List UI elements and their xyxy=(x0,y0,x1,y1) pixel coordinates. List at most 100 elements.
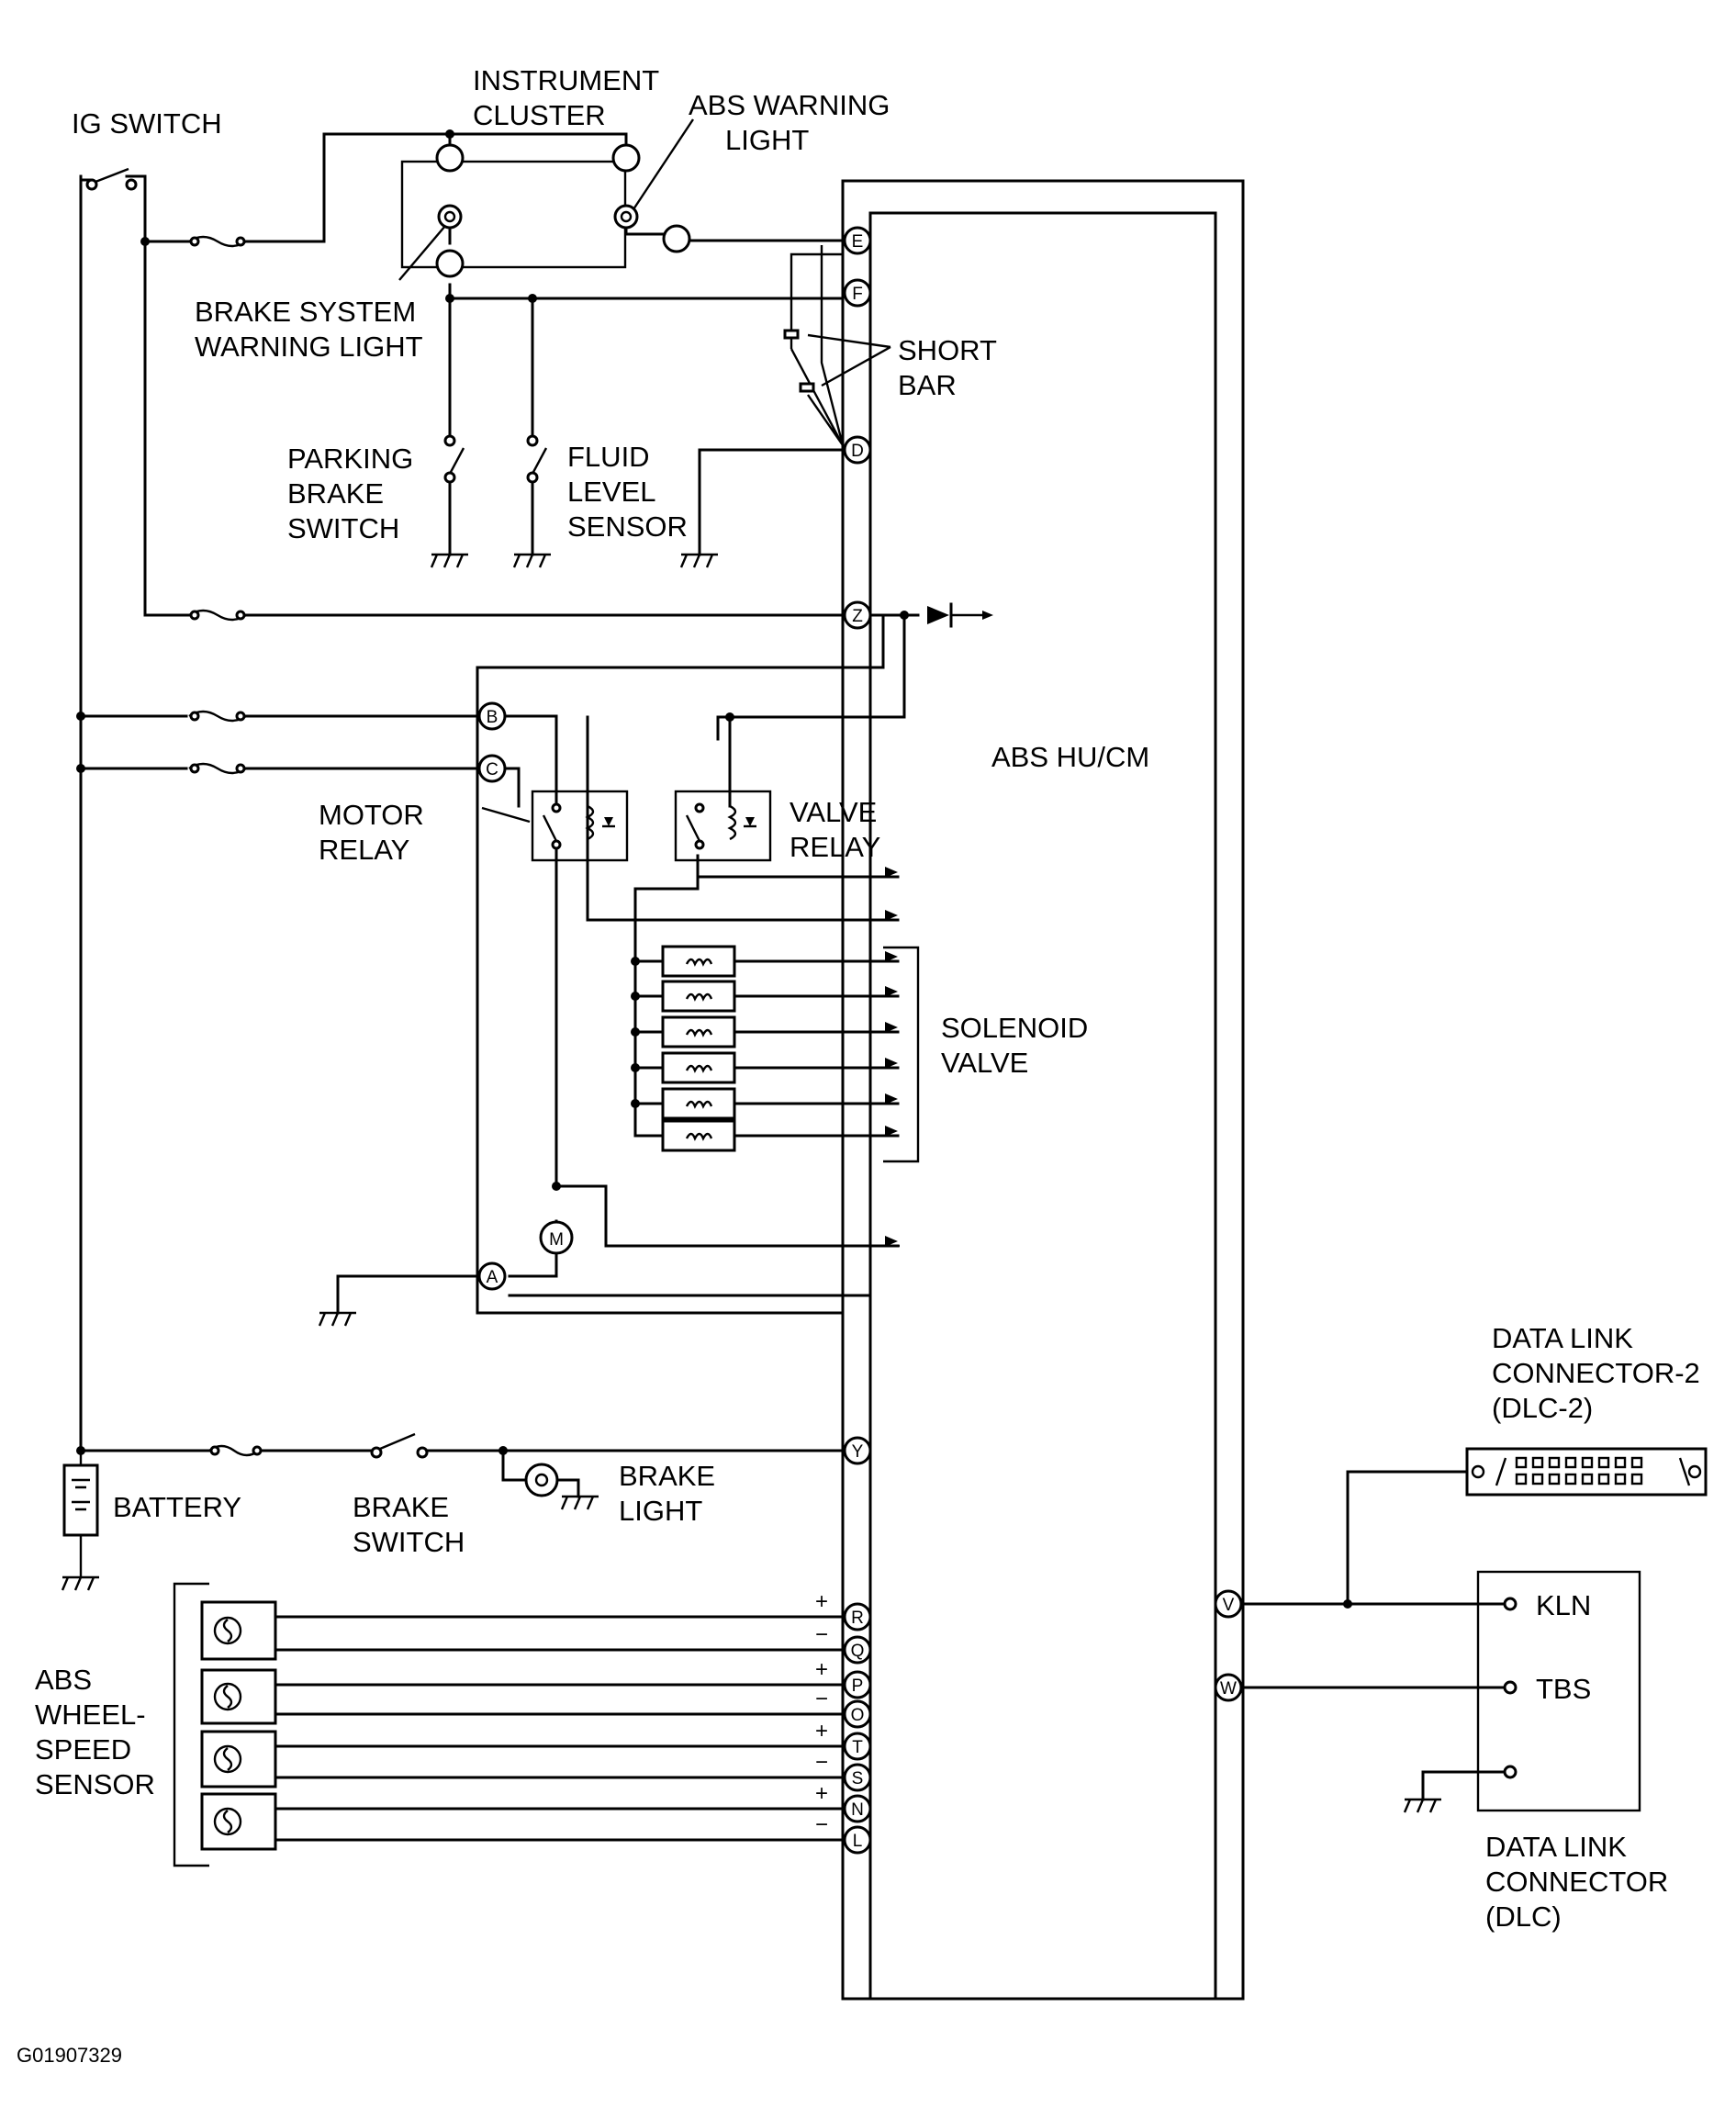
svg-text:Y: Y xyxy=(852,1442,864,1462)
polarity-minus: − xyxy=(815,1812,828,1837)
pin-r: R xyxy=(843,1602,872,1631)
abs-hucm-module xyxy=(841,179,1245,2001)
pins: E F D Z B C A Y R Q P O T S N L V W xyxy=(477,226,1243,1855)
motor-relay-label-2: RELAY xyxy=(319,834,409,866)
dlc2-connector-symbol xyxy=(1465,1447,1708,1497)
pin-d: D xyxy=(843,435,872,465)
svg-text:A: A xyxy=(487,1268,498,1287)
polarity-plus: + xyxy=(815,1781,828,1806)
pin-y: Y xyxy=(843,1436,872,1465)
motor-relay-label-1: MOTOR xyxy=(319,799,424,831)
pin-f: F xyxy=(843,278,872,308)
pin-z: Z xyxy=(843,600,872,630)
figure-code: G01907329 xyxy=(17,2044,122,2067)
svg-text:Z: Z xyxy=(852,607,863,626)
fuse-icons xyxy=(188,235,263,1457)
svg-text:F: F xyxy=(852,285,863,304)
dlc-label-3: (DLC) xyxy=(1485,1900,1562,1933)
brake-light-icon xyxy=(524,1463,559,1497)
abs-warning-light-label-2: LIGHT xyxy=(725,124,809,156)
solenoid-valve-label-1: SOLENOID xyxy=(941,1012,1088,1044)
svg-text:V: V xyxy=(1223,1596,1235,1615)
fluid-level-sensor-label-2: LEVEL xyxy=(567,476,656,508)
ig-switch-label: IG SWITCH xyxy=(72,107,222,140)
valve-relay-symbol xyxy=(674,790,772,862)
pin-e: E xyxy=(843,226,872,255)
dlc-connector-symbol xyxy=(1476,1570,1641,1812)
brake-light-label-2: LIGHT xyxy=(619,1495,702,1527)
polarity-minus: − xyxy=(815,1622,828,1647)
short-bar-label-1: SHORT xyxy=(898,334,997,366)
svg-text:T: T xyxy=(852,1738,863,1757)
dlc2-label-3: (DLC-2) xyxy=(1492,1392,1593,1424)
fluid-level-sensor-label-3: SENSOR xyxy=(567,510,688,543)
instrument-cluster-label-1: INSTRUMENT xyxy=(473,64,659,96)
polarity-plus: + xyxy=(815,1589,828,1614)
svg-text:S: S xyxy=(852,1769,864,1788)
wheel-speed-sensor-label-3: SPEED xyxy=(35,1733,131,1766)
polarity-minus: − xyxy=(815,1750,828,1775)
pin-o: O xyxy=(843,1699,872,1729)
pin-c: C xyxy=(477,754,507,783)
instrument-cluster-label-2: CLUSTER xyxy=(473,99,606,131)
brake-switch-symbol xyxy=(370,1432,429,1459)
solenoid-valve-symbols xyxy=(661,945,920,1163)
wheel-speed-sensor-label-1: ABS xyxy=(35,1664,92,1696)
ig-switch-symbol xyxy=(85,167,138,191)
brake-system-warning-light-label-1: BRAKE SYSTEM xyxy=(195,296,416,328)
svg-text:P: P xyxy=(852,1676,864,1696)
pin-q: Q xyxy=(843,1635,872,1665)
svg-text:R: R xyxy=(851,1609,864,1628)
fluid-level-sensor-label-1: FLUID xyxy=(567,441,650,473)
motor-icon: M xyxy=(539,1220,574,1255)
polarity-minus: − xyxy=(815,1687,828,1711)
parking-brake-switch-label-3: SWITCH xyxy=(287,512,399,544)
dlc-label-2: CONNECTOR xyxy=(1485,1866,1668,1898)
valve-relay-label-1: VALVE xyxy=(790,796,877,828)
tbs-label: TBS xyxy=(1536,1673,1591,1705)
arrowheads xyxy=(885,611,993,1247)
labels: IG SWITCH INSTRUMENT CLUSTER ABS WARNING… xyxy=(17,64,1700,2067)
instrument-cluster-symbols xyxy=(398,118,695,281)
polarity-marks: + − + − + − + − xyxy=(815,1589,828,1837)
battery-icon xyxy=(62,1451,99,1577)
brake-switch-label-2: SWITCH xyxy=(353,1526,465,1558)
pin-v: V xyxy=(1214,1589,1243,1619)
svg-text:O: O xyxy=(851,1706,865,1725)
brake-light-label-1: BRAKE xyxy=(619,1460,715,1492)
svg-text:E: E xyxy=(852,232,864,252)
abs-warning-light-label-1: ABS WARNING xyxy=(689,89,890,121)
wheel-speed-sensor-label-4: SENSOR xyxy=(35,1768,155,1800)
pin-n: N xyxy=(843,1794,872,1823)
motor-letter: M xyxy=(549,1230,564,1250)
motor-relay-symbol xyxy=(481,790,629,862)
pin-b: B xyxy=(477,701,507,731)
pin-l: L xyxy=(843,1825,872,1855)
short-bar-symbol xyxy=(783,329,891,393)
short-bar-label-2: BAR xyxy=(898,369,957,401)
pin-w: W xyxy=(1214,1673,1243,1702)
abs-hucm-label: ABS HU/CM xyxy=(991,741,1149,773)
svg-text:D: D xyxy=(851,442,864,461)
dlc-label-1: DATA LINK xyxy=(1485,1831,1627,1863)
svg-text:W: W xyxy=(1220,1679,1237,1699)
svg-text:Q: Q xyxy=(851,1642,865,1661)
parking-brake-switch-label-1: PARKING xyxy=(287,443,413,475)
svg-text:C: C xyxy=(486,760,498,779)
svg-text:L: L xyxy=(853,1832,863,1851)
pin-p: P xyxy=(843,1670,872,1699)
diode-icon xyxy=(927,602,982,628)
switch-symbols xyxy=(443,434,548,484)
svg-text:B: B xyxy=(487,708,498,727)
wiring xyxy=(79,132,1506,2001)
kln-label: KLN xyxy=(1536,1589,1591,1621)
brake-switch-label-1: BRAKE xyxy=(353,1491,449,1523)
pin-t: T xyxy=(843,1732,872,1761)
brake-system-warning-light-label-2: WARNING LIGHT xyxy=(195,331,423,363)
dlc2-label-1: DATA LINK xyxy=(1492,1322,1633,1354)
solenoid-valve-label-2: VALVE xyxy=(941,1047,1028,1079)
polarity-plus: + xyxy=(815,1719,828,1743)
battery-label: BATTERY xyxy=(113,1491,241,1523)
polarity-plus: + xyxy=(815,1657,828,1682)
